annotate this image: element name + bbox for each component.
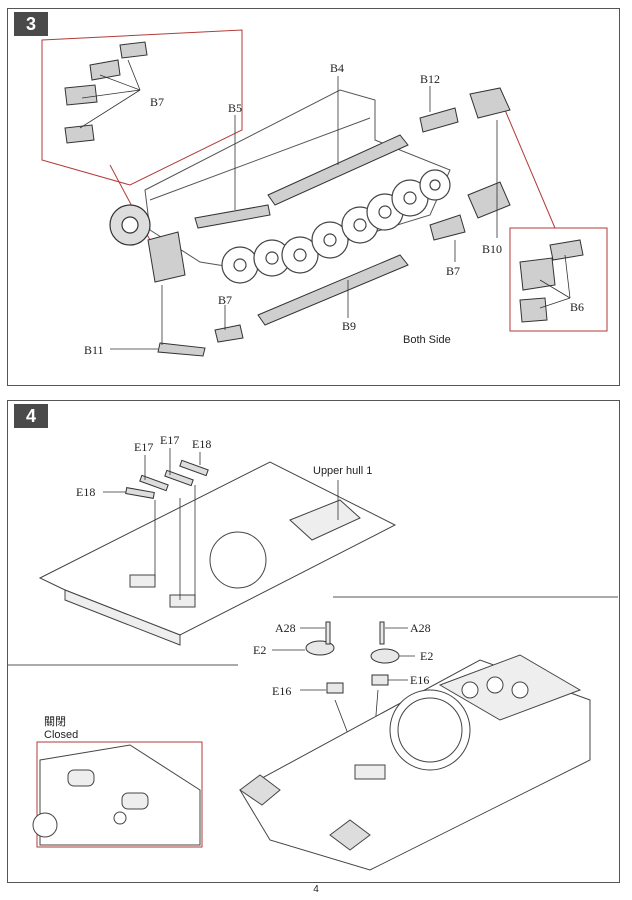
step-4-badge: 4 — [14, 404, 48, 428]
step-4-number: 4 — [25, 405, 36, 426]
track-callout-right — [509, 227, 608, 332]
label-b12: B12 — [420, 72, 440, 86]
leader-lines — [79, 59, 571, 350]
drive-sprocket — [109, 204, 151, 246]
label-both-side: Both Side — [403, 334, 451, 346]
label-b7-top: B7 — [150, 95, 164, 109]
track-links — [64, 41, 584, 357]
label-b7-mid: B7 — [446, 264, 460, 278]
step-3-badge: 3 — [14, 12, 48, 36]
label-b9: B9 — [342, 319, 356, 333]
label-b10: B10 — [482, 242, 502, 256]
track-callout-left — [41, 29, 243, 186]
label-b6: B6 — [570, 300, 584, 314]
page-number: 4 — [313, 884, 319, 895]
label-b5: B5 — [228, 101, 242, 115]
label-b7-bottom: B7 — [218, 293, 232, 307]
step-3-number: 3 — [25, 13, 36, 34]
callout-leader-right — [504, 109, 556, 229]
step-4-panel — [7, 400, 620, 883]
label-b11: B11 — [84, 343, 104, 357]
road-wheels — [221, 169, 451, 284]
label-b4: B4 — [330, 61, 344, 75]
